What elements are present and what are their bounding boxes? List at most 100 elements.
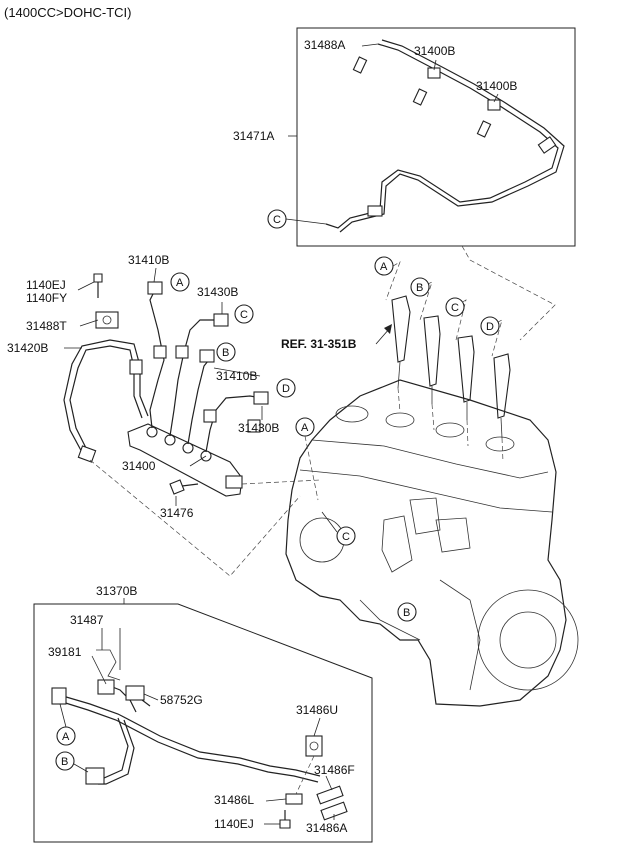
callout-c-pipe-letter: C (240, 309, 248, 321)
callout-d-pipe-circle (276, 378, 296, 398)
engine-head-edge-2 (299, 469, 553, 513)
callout-a-engine-letter: A (301, 422, 309, 434)
leader-31488T (79, 319, 99, 327)
leader-31486L (265, 798, 287, 802)
connector-a-plug (51, 687, 67, 705)
callout-d-injector-letter: D (486, 321, 494, 333)
label-31430B-a: 31430B (197, 285, 238, 299)
injector-1-tip (397, 361, 401, 389)
clip-guide (295, 755, 315, 795)
label-1140EJ-b: 1140EJ (214, 817, 254, 831)
bolt-1140ej-top (93, 273, 103, 283)
label-ref: REF. 31-351B (281, 337, 357, 351)
callout-a-engine-guide (304, 435, 319, 501)
feed-pipe-3-nut (199, 349, 215, 363)
label-31370B: 31370B (96, 584, 137, 598)
callout-b-wiring-letter: B (61, 756, 68, 768)
label-31420B: 31420B (7, 341, 48, 355)
flywheel-inner (499, 611, 557, 669)
leader-31486U (313, 717, 321, 737)
hose-tee-connector-2 (487, 99, 501, 111)
callout-b-injector-circle (410, 277, 430, 297)
return-cap-3 (476, 120, 492, 138)
leader-39181 (91, 655, 107, 685)
callout-c-injector-letter: C (451, 302, 459, 314)
bolt-31476 (169, 479, 185, 495)
return-hose-inset (285, 27, 576, 247)
callout-a-injector-letter: A (380, 261, 388, 273)
injector-1 (391, 295, 411, 363)
clip-31486u-hole (309, 741, 319, 751)
injector-3 (457, 335, 475, 403)
label-31486L: 31486L (214, 793, 254, 807)
callout-b-engine: B (397, 602, 417, 622)
callout-c-injector-circle (445, 297, 465, 317)
injector-2 (423, 315, 441, 387)
callout-a-wiring-letter: A (62, 731, 70, 743)
leader-31400B-b (493, 93, 499, 103)
callout-c-inset-circle (267, 209, 287, 229)
hp-pipe-31420b-outer (69, 345, 143, 457)
bolt-1140ej-bottom (279, 819, 291, 829)
label-1140FY: 1140FY (26, 291, 67, 305)
wiring-inset (33, 598, 373, 843)
label-31400: 31400 (122, 459, 156, 473)
cam-cover-3 (435, 422, 465, 438)
injector-4 (493, 353, 511, 419)
callout-d-injector-circle (480, 316, 500, 336)
rail-port-1 (146, 426, 158, 438)
injector-4-tip (500, 417, 503, 439)
block-rib-2 (439, 579, 481, 691)
return-hose-line (325, 43, 559, 229)
callout-d-injector: D (480, 316, 500, 336)
callout-b-injector-letter: B (416, 282, 423, 294)
return-hose-inset-frame (296, 27, 576, 247)
fuel-rail-31400 (127, 423, 243, 497)
label-31488A: 31488A (304, 38, 345, 52)
callout-a-injector-circle (374, 256, 394, 276)
callout-a-pipe-letter: A (176, 277, 184, 289)
injector-guide-2 (431, 403, 435, 431)
cam-cover-1 (335, 405, 369, 423)
injectors-group (385, 245, 556, 463)
harness-branch-sensor (109, 685, 137, 713)
feed-pipe-1 (149, 287, 165, 429)
rail-port-2 (164, 434, 176, 446)
engine-head-edge (311, 439, 549, 479)
port-1 (381, 515, 413, 573)
callout-b-engine-letter: B (403, 607, 410, 619)
feed-pipe-4-nut (253, 391, 269, 405)
fuel-rail-assembly (63, 273, 321, 577)
feed-pipe-3-nut-2 (203, 409, 217, 423)
flywheel-outer (477, 589, 579, 691)
rail-to-engine-guide (89, 459, 301, 577)
hp-pipe-31420b (63, 339, 149, 457)
callout-a-wiring: A (56, 726, 76, 746)
feed-pipe-4-nut-2 (247, 419, 261, 433)
bracket-31487 (96, 649, 121, 681)
clip-31486f (316, 785, 344, 805)
injector-guide-1 (397, 387, 401, 413)
port-3 (435, 517, 471, 553)
return-hose-line-outer (339, 39, 565, 233)
feed-pipe-1-nut (147, 281, 163, 295)
callout-c-injector: C (445, 297, 465, 317)
engine-block (285, 379, 579, 707)
leader-1140EJ-a (77, 281, 95, 291)
callout-b-wiring: B (55, 751, 75, 771)
label-31488T: 31488T (26, 319, 67, 333)
clip-31486a (320, 801, 348, 821)
label-31486A: 31486A (306, 821, 347, 835)
feed-pipe-3 (187, 355, 213, 445)
callout-a-wiring-leader (59, 703, 67, 728)
callout-d-pipe: D (276, 378, 296, 398)
label-31410B-b: 31410B (216, 369, 257, 383)
leader-31488A (361, 43, 379, 47)
callout-c-engine-circle (336, 526, 356, 546)
leader-31400B-a (433, 59, 437, 71)
cam-cover-4 (485, 436, 515, 452)
callout-c-pipe-circle (234, 304, 254, 324)
harness-main (55, 693, 321, 777)
callout-c-pipe: C (234, 304, 254, 324)
